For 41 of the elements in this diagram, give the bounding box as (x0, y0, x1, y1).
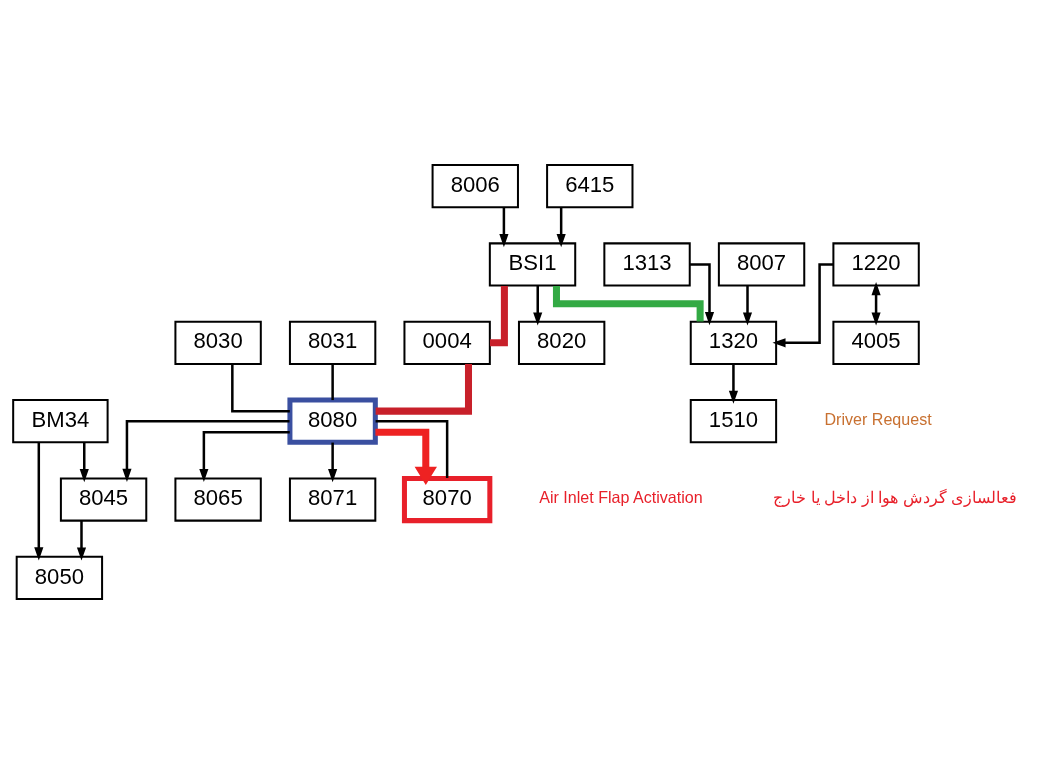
node-box: BM34 (12, 399, 109, 444)
connector (231, 364, 290, 413)
node-box: 1320 (689, 320, 778, 365)
arrow (533, 285, 543, 326)
node-box: 8065 (174, 477, 262, 522)
connector (331, 364, 334, 401)
node-box: BSI1 (488, 242, 577, 287)
arrow (871, 282, 881, 326)
arrow (499, 207, 509, 248)
node-box: 8030 (174, 320, 262, 365)
label: Driver Request (824, 409, 932, 428)
label: Air Inlet Flap Activation (539, 488, 703, 507)
arrow (79, 442, 89, 483)
node-box: 0004 (403, 320, 491, 365)
arrow (772, 263, 834, 348)
node-box: 8020 (517, 320, 606, 365)
arrow (556, 207, 566, 248)
node-box: 1313 (603, 242, 691, 287)
node-box: 1510 (689, 399, 778, 444)
node-box: 8007 (717, 242, 806, 287)
node-box: 4005 (832, 320, 920, 365)
connector (489, 285, 508, 347)
label: فعالسازی گردش هوا از داخل یا خارج (773, 488, 1018, 507)
connector (552, 285, 704, 322)
node-box: 8031 (288, 320, 377, 365)
arrow (690, 263, 715, 326)
arrow (34, 442, 44, 561)
node-box: 8070 (401, 475, 493, 524)
node-box: 1220 (832, 242, 920, 287)
arrow (728, 364, 738, 404)
node-box: 8080 (287, 397, 378, 445)
arrow (76, 520, 87, 561)
node-box: 8050 (15, 555, 104, 600)
arrow (328, 442, 338, 483)
arrow (122, 419, 290, 482)
node-box: 8045 (59, 477, 148, 522)
node-box: 8006 (431, 164, 519, 209)
node-box: 8071 (288, 477, 377, 522)
arrow (742, 285, 753, 326)
arrow (199, 430, 290, 483)
node-box: 6415 (546, 164, 634, 209)
